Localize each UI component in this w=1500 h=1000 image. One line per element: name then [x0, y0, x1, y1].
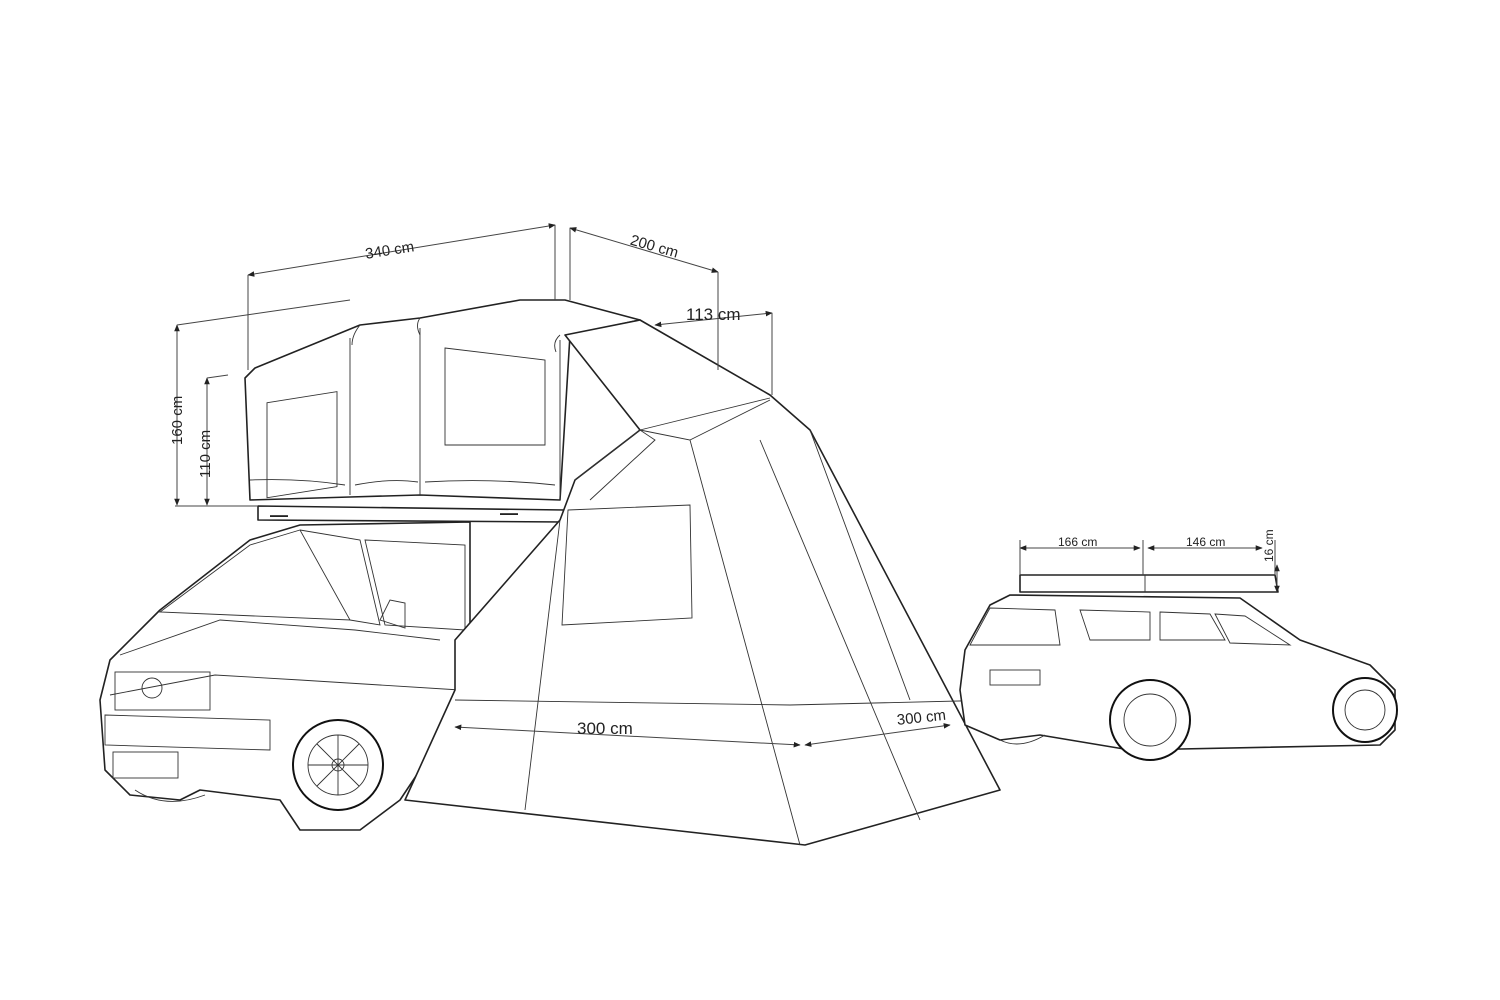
label-closed-front: 166 cm — [1058, 535, 1097, 549]
awning-annex — [404, 319, 1001, 846]
label-height-wall: 110 cm — [197, 430, 214, 478]
label-closed-height: 16 cm — [1262, 529, 1276, 562]
label-annex-length: 300 cm — [577, 719, 633, 738]
label-awning-overhang: 113 cm — [686, 305, 741, 324]
estate-car-illustration — [959, 574, 1398, 761]
rooftop-tent-open: ▬▬▬ ▬▬▬ — [244, 299, 641, 523]
tent-logo-right: ▬▬▬ — [500, 511, 518, 517]
label-tent-width: 200 cm — [628, 232, 680, 262]
label-height-total: 160 cm — [169, 396, 186, 445]
tent-logo-left: ▬▬▬ — [270, 513, 288, 519]
label-annex-depth: 300 cm — [896, 707, 947, 729]
label-tent-length: 340 cm — [364, 238, 415, 262]
dimension-lines — [174, 223, 1280, 748]
label-closed-rear: 146 cm — [1186, 535, 1225, 549]
dimension-labels: 340 cm 200 cm 113 cm 160 cm 110 cm 300 c… — [169, 232, 1276, 738]
van-illustration — [99, 521, 471, 831]
